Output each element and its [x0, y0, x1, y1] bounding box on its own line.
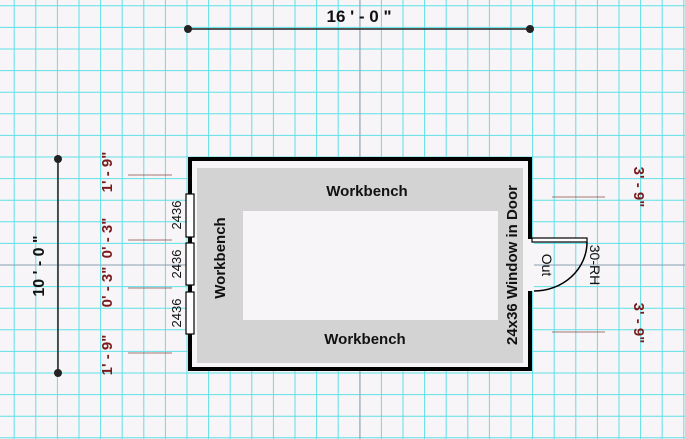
- workbench-bottom-label: Workbench: [324, 331, 405, 348]
- left-seg-4: 1' - 9": [99, 335, 116, 376]
- door[interactable]: Out 30-RH: [528, 237, 603, 292]
- right-seg-2: 3' - 9": [630, 303, 647, 344]
- room: Workbench Workbench Workbench 24x36 Wind…: [169, 157, 603, 371]
- height-dimension: 10 ' - 0 ": [31, 155, 62, 377]
- width-dimension: 16 ' - 0 ": [184, 7, 534, 33]
- door-label: 30-RH: [587, 245, 603, 285]
- door-swing-arc: [533, 241, 588, 292]
- door-swing-label: Out: [539, 254, 555, 277]
- workbench-left-label: Workbench: [212, 217, 229, 298]
- door-window-area: [498, 168, 523, 363]
- right-segment-dimensions: 3' - 9" 3' - 9": [552, 167, 647, 344]
- workbench-bottom[interactable]: [243, 320, 498, 363]
- window-2[interactable]: [185, 242, 195, 286]
- height-label: 10 ' - 0 ": [31, 235, 48, 296]
- door-leaf: [531, 237, 588, 243]
- left-seg-3: 0' - 3": [99, 267, 116, 308]
- left-seg-2: 0' - 3": [99, 218, 116, 259]
- windows: 2436 2436 2436: [169, 193, 195, 335]
- workbench-top[interactable]: [243, 168, 498, 211]
- window-1-label: 2436: [169, 201, 184, 230]
- width-label: 16 ' - 0 ": [326, 7, 391, 26]
- workbench-top-label: Workbench: [326, 183, 407, 200]
- right-seg-1: 3' - 9": [630, 167, 647, 208]
- window-2-label: 2436: [169, 250, 184, 279]
- left-segment-dimensions: 1' - 9" 0' - 3" 0' - 3" 1' - 9": [99, 152, 172, 376]
- door-window-label: 24x36 Window in Door: [504, 185, 521, 345]
- window-3[interactable]: [185, 291, 195, 335]
- window-3-label: 2436: [169, 299, 184, 328]
- workbench-left[interactable]: [197, 168, 243, 363]
- left-seg-1: 1' - 9": [99, 152, 116, 193]
- window-1[interactable]: [185, 193, 195, 238]
